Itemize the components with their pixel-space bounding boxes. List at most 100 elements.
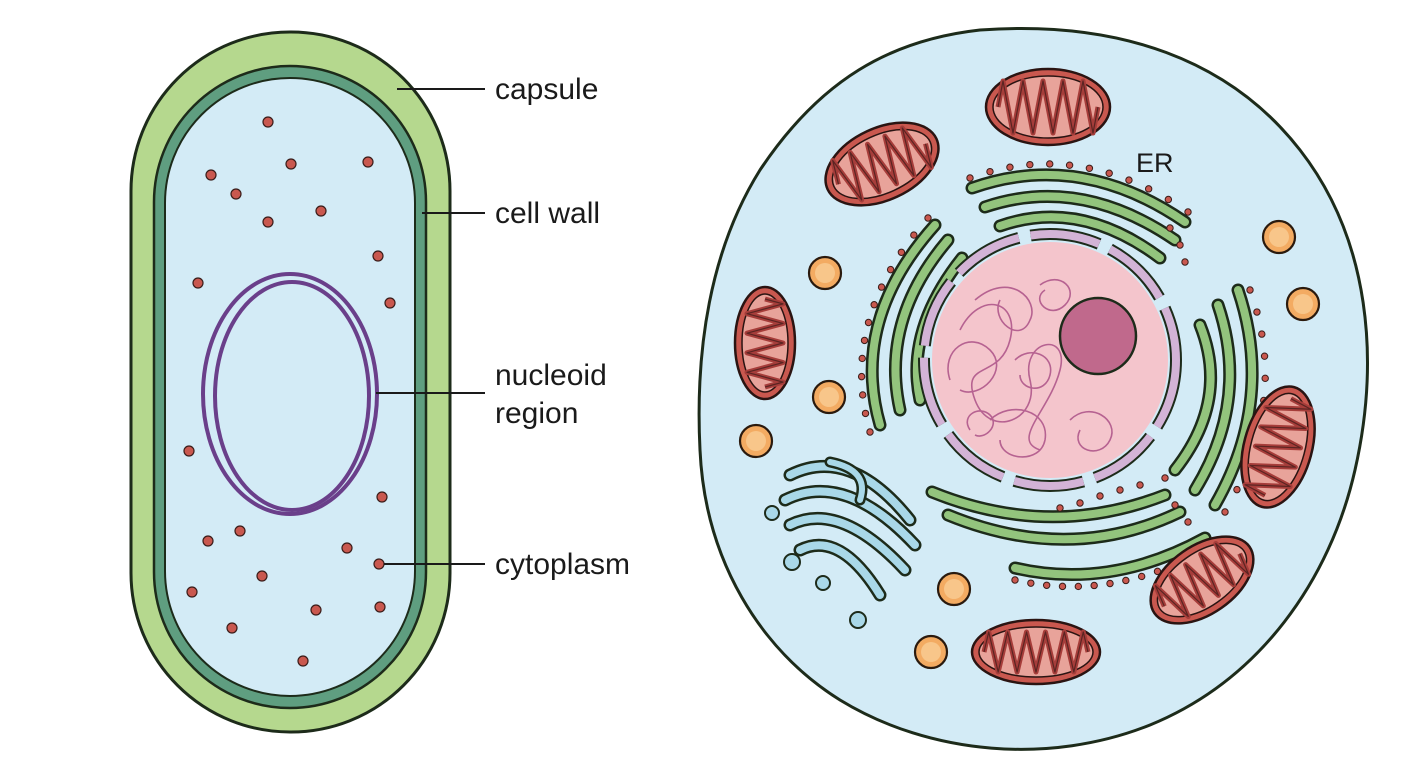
ribosome (205, 169, 217, 181)
er-ribosome (1176, 241, 1184, 249)
er-ribosome (864, 318, 873, 327)
vesicles (738, 219, 1321, 670)
er-ribosome (1096, 492, 1104, 500)
er-ribosome (1058, 582, 1067, 591)
er-ribosome (1246, 286, 1254, 294)
er-ribosome (1161, 474, 1169, 482)
prokaryotic-cell: capsule cell wall nucleoid region cytopl… (129, 30, 630, 734)
ribosome (373, 558, 385, 570)
ribosomes (183, 116, 396, 667)
er-ribosome (1253, 308, 1261, 316)
er-ribosome (1125, 176, 1133, 184)
er-ribosome (861, 409, 870, 418)
ribosome (376, 491, 388, 503)
er-ribosome (1074, 582, 1083, 591)
er-ribosome (986, 167, 994, 176)
mitochondrion (1149, 535, 1255, 625)
golgi-vesicles (764, 505, 867, 629)
er-ribosome (1166, 224, 1174, 232)
er-top (965, 168, 1192, 265)
nucleoplasm (932, 242, 1168, 478)
ribosome (256, 570, 268, 582)
er-ribosome (1258, 330, 1266, 338)
er-ribosome (1042, 581, 1051, 589)
er-ribosome (1171, 501, 1179, 509)
er-ribosome (1026, 160, 1034, 169)
ribosome (310, 604, 322, 616)
er-ribosomes (857, 160, 1269, 591)
cytoplasm-label: cytoplasm (495, 548, 630, 581)
er-ribosome (1181, 258, 1189, 266)
ribosome (374, 601, 386, 613)
nucleus (918, 228, 1182, 492)
golgi-apparatus (778, 456, 922, 602)
er-ribosome (1116, 486, 1124, 494)
nucleolus (1058, 296, 1138, 376)
ribosome (226, 622, 238, 634)
mitochondrion (824, 121, 940, 207)
er-ribosome (1085, 164, 1094, 172)
er-ribosome (877, 283, 886, 291)
er-ribosome (1046, 160, 1054, 168)
er-ribosome (1105, 169, 1113, 177)
ribosome (186, 586, 198, 598)
er-ribosome (1136, 481, 1144, 489)
er-label: ER (1136, 148, 1174, 178)
mitochondrion (984, 67, 1112, 147)
er-ribosome (1184, 518, 1192, 526)
mitochondrion (1240, 385, 1316, 509)
er-ribosome (1137, 572, 1146, 581)
chromatin (947, 278, 1113, 458)
eukaryotic-cell: ER (697, 27, 1369, 751)
er-ribosome (1221, 508, 1229, 516)
er-ribosome (866, 428, 874, 436)
er-ribosome (1233, 485, 1241, 494)
er-ribosome (886, 265, 895, 274)
ribosome (262, 116, 274, 128)
ribosome (202, 535, 214, 547)
ribosome (362, 156, 374, 168)
ribosome (230, 188, 242, 200)
er-ribosome (1027, 579, 1035, 587)
er-ribosome (1164, 195, 1173, 204)
er-ribosome (897, 248, 906, 256)
ribosome (315, 205, 327, 217)
er-ribosome (924, 214, 932, 222)
er-ribosome (1090, 581, 1098, 590)
mitochondria (733, 67, 1316, 686)
er-ribosome (966, 174, 974, 182)
er-ribosome (1260, 352, 1269, 360)
nucleoid-label-line1: nucleoid (495, 359, 607, 392)
er-ribosome (1106, 579, 1114, 588)
er-ribosome (1076, 499, 1084, 507)
mitochondrion (733, 285, 797, 401)
er-ribosome (1006, 163, 1014, 171)
er-ribosome (1122, 576, 1130, 585)
er-bottom (925, 485, 1212, 581)
ribosome (297, 655, 309, 667)
nucleoid-label-line2: region (495, 397, 578, 430)
ribosome (372, 250, 384, 262)
ribosome (192, 277, 204, 289)
ribosome (262, 216, 274, 228)
cytoplasm-area (164, 77, 416, 697)
er-ribosome (870, 301, 878, 309)
er-ribosome (910, 231, 918, 239)
cell-wall-label: cell wall (495, 197, 600, 230)
er-ribosome (1184, 208, 1192, 216)
er-ribosome (1144, 185, 1153, 193)
er-ribosome (859, 391, 867, 399)
er-ribosome (1065, 161, 1074, 169)
er-ribosome (860, 336, 869, 345)
er-ribosome (1261, 374, 1269, 383)
ribosome (384, 297, 396, 309)
er-ribosome (1056, 504, 1064, 512)
ribosome (183, 445, 195, 457)
er-ribosome (857, 372, 866, 381)
er-ribosome (858, 354, 866, 363)
capsule-label: capsule (495, 73, 598, 106)
mitochondrion (970, 618, 1102, 686)
er-right (1168, 283, 1259, 512)
